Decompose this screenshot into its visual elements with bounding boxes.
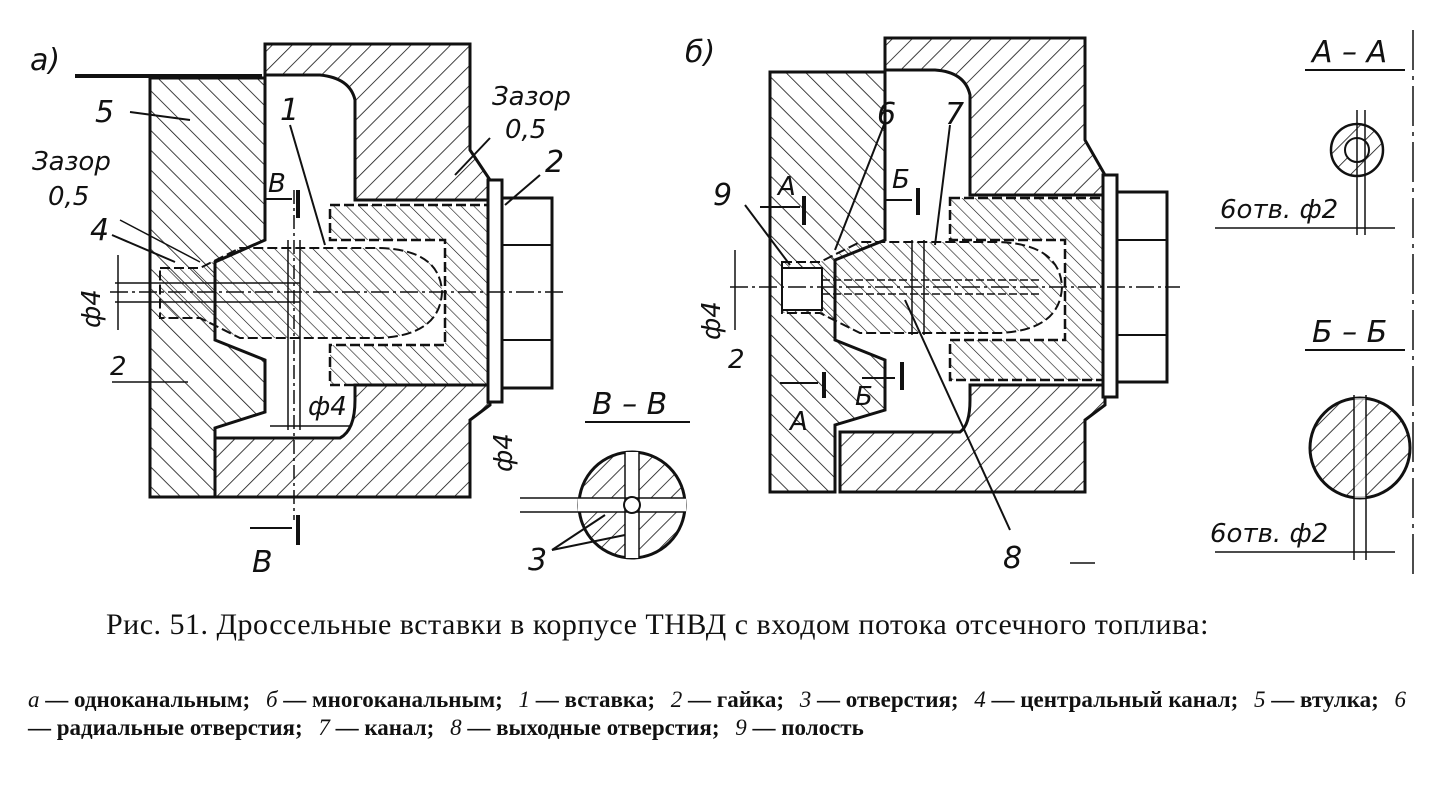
- legend-item: 5 — втулка;: [1254, 687, 1379, 712]
- dim-2-b: 2: [728, 345, 745, 375]
- section-aa: А – А 6отв. ф2: [1215, 35, 1405, 235]
- section-mark-a-bottom: А: [788, 407, 808, 437]
- dim-phi4-a-bottom: ф4: [308, 392, 347, 422]
- section-bb-title: Б – Б: [1312, 315, 1387, 350]
- legend-item: 7 — канал;: [318, 715, 435, 740]
- technical-drawing: а) 5 1 2 4 3 Зазор 0,5 Зазор 0,5 ф4 2 ф4…: [30, 30, 1414, 580]
- legend-item: б — многоканальным;: [265, 687, 503, 712]
- section-vv: В – В: [520, 387, 690, 560]
- legend-item: 8 — выходные отверстия;: [450, 715, 720, 740]
- part-6-label: 6: [877, 97, 896, 132]
- section-aa-title: А – А: [1310, 35, 1387, 70]
- part-5-label: 5: [95, 95, 114, 130]
- gap-left-value: 0,5: [48, 182, 89, 212]
- housing-bottom-b: [838, 383, 1107, 494]
- gap-right-value: 0,5: [505, 115, 546, 145]
- gap-right-word: Зазор: [492, 82, 571, 112]
- dim-2-a: 2: [110, 352, 127, 382]
- legend-item: 2 — гайка;: [670, 687, 785, 712]
- legend-item: а — одноканальным;: [28, 687, 251, 712]
- dim-phi4-b: ф4: [697, 301, 727, 340]
- section-mark-b-bottom: Б: [855, 382, 873, 412]
- part-4-label: 4: [90, 213, 109, 248]
- holes-label-a: 6отв. ф2: [1220, 195, 1338, 225]
- dim-phi4-section: ф4: [489, 433, 519, 472]
- housing-top-b: [883, 36, 1107, 197]
- legend-item: 6 — радиальные отверстия;: [28, 687, 1407, 740]
- part-3-label: 3: [528, 543, 547, 578]
- part-7-label: 7: [945, 97, 964, 132]
- dim-phi4-a-left: ф4: [77, 289, 107, 328]
- section-mark-a-top: А: [776, 172, 796, 202]
- legend-item: 4 — центральный канал;: [974, 687, 1239, 712]
- diagram-b: б) 6 7 9 8 ф4 2 А А Б Б А – А 6отв. ф2 Б…: [685, 30, 1414, 580]
- legend-item: 3 — отверстия;: [799, 687, 959, 712]
- housing-bottom-a: [213, 383, 492, 499]
- section-mark-bottom-a: В: [252, 545, 273, 580]
- part-2-label-a: 2: [545, 145, 564, 180]
- figure-legend: а — одноканальным; б — многоканальным; 1…: [28, 686, 1423, 742]
- legend-item: 1 — вставка;: [518, 687, 655, 712]
- diagram-a: а) 5 1 2 4 3 Зазор 0,5 Зазор 0,5 ф4 2 ф4…: [30, 42, 690, 580]
- section-mark-b-top: Б: [892, 165, 910, 195]
- section-bb: Б – Б 6отв. ф2: [1210, 315, 1412, 560]
- gap-left-word: Зазор: [32, 147, 111, 177]
- label-b: б): [685, 35, 715, 70]
- caption-title: Рис. 51. Дроссельные вставки в корпусе Т…: [106, 608, 1209, 641]
- section-vv-title: В – В: [592, 387, 667, 422]
- section-mark-top-a: В: [268, 169, 286, 199]
- holes-label-b: 6отв. ф2: [1210, 519, 1328, 549]
- figure-caption: Рис. 51. Дроссельные вставки в корпусе Т…: [28, 606, 1428, 644]
- part-1-label: 1: [280, 93, 299, 128]
- part-8-label: 8: [1003, 541, 1022, 576]
- legend-item: 9 — полость: [735, 715, 864, 740]
- part-9-label: 9: [713, 178, 732, 213]
- label-a: а): [30, 43, 60, 78]
